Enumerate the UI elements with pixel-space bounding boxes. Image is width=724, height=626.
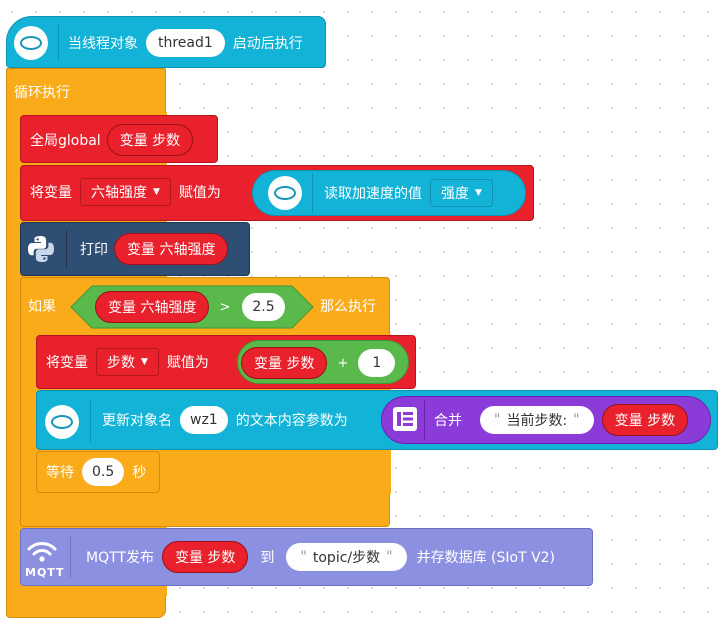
- quote-close: ": [386, 549, 393, 565]
- merge-string-text: 当前步数:: [506, 413, 568, 429]
- thread-label-suffix: 启动后执行: [232, 36, 303, 52]
- wifi-icon: [27, 542, 57, 562]
- mqtt-label2: 到: [260, 550, 275, 566]
- mqtt-topic-text: topic/步数: [312, 550, 381, 566]
- thread-hat-ring-icon: [20, 36, 42, 50]
- thread-hat-separator: [58, 24, 59, 60]
- compare-operator: >: [219, 299, 231, 315]
- update-object-input[interactable]: wz1: [180, 406, 228, 434]
- string-list-icon: [393, 407, 417, 431]
- merge-string-input[interactable]: " 当前步数: ": [480, 406, 594, 434]
- mqtt-topic-input[interactable]: " topic/步数 ": [286, 543, 407, 571]
- print-variable-reporter[interactable]: 变量 六轴强度: [114, 233, 229, 265]
- update-text-separator: [90, 400, 91, 442]
- thread-label-prefix: 当线程对象: [68, 36, 138, 52]
- thread-name-input[interactable]: thread1: [146, 29, 225, 57]
- set-accel-var-dropdown[interactable]: 六轴强度 ▼: [80, 178, 171, 206]
- mqtt-label3: 并存数据库 (SIoT V2): [416, 550, 556, 566]
- read-accel-option-dropdown[interactable]: 强度 ▼: [430, 179, 493, 207]
- set-step-label2: 赋值为: [166, 355, 209, 371]
- set-accel-label1: 将变量: [30, 185, 72, 201]
- wait-label: 等待: [46, 465, 74, 481]
- mqtt-separator: [70, 536, 71, 578]
- mqtt-label1: MQTT发布: [86, 550, 154, 566]
- read-accel-separator: [312, 174, 313, 212]
- global-variable-reporter[interactable]: 变量 步数: [106, 124, 194, 156]
- print-separator: [66, 230, 67, 268]
- set-step-label1: 将变量: [46, 355, 88, 371]
- if-then-label: 那么执行: [320, 299, 376, 315]
- read-accel-option-label: 强度: [441, 186, 469, 202]
- if-variable-reporter[interactable]: 变量 六轴强度: [95, 291, 210, 323]
- set-accel-label2: 赋值为: [178, 185, 221, 201]
- merge-variable-reporter[interactable]: 变量 步数: [601, 404, 689, 436]
- merge-label: 合并: [434, 413, 462, 429]
- read-accel-label: 读取加速度的值: [324, 186, 422, 202]
- python-logo-icon: [28, 236, 54, 262]
- add-operator-symbol: +: [337, 355, 349, 371]
- set-step-var-label: 步数: [107, 355, 135, 371]
- set-accel-var-label: 六轴强度: [91, 185, 147, 201]
- update-label2: 的文本内容参数为: [235, 413, 348, 429]
- loop-label: 循环执行: [14, 85, 70, 101]
- dropdown-arrow-icon: ▼: [475, 188, 482, 198]
- read-accel-ring-icon: [274, 186, 296, 200]
- global-label: 全局global: [30, 133, 101, 149]
- print-label: 打印: [80, 242, 108, 258]
- update-text-ring-icon: [51, 415, 73, 429]
- set-step-var-dropdown[interactable]: 步数 ▼: [96, 348, 159, 376]
- if-label: 如果: [28, 299, 56, 315]
- wait-unit-label: 秒: [132, 465, 147, 481]
- quote-close: ": [573, 412, 580, 428]
- dropdown-arrow-icon: ▼: [141, 357, 148, 367]
- compare-value-input[interactable]: 2.5: [242, 293, 285, 321]
- dropdown-arrow-icon: ▼: [153, 187, 160, 197]
- update-label1: 更新对象名: [102, 413, 172, 429]
- quote-open: ": [300, 549, 307, 565]
- quote-open: ": [494, 412, 501, 428]
- mqtt-icon-label: MQTT: [25, 565, 65, 579]
- wait-seconds-input[interactable]: 0.5: [82, 458, 125, 486]
- add-value-input[interactable]: 1: [358, 349, 396, 377]
- set-step-variable-reporter[interactable]: 变量 步数: [241, 347, 328, 379]
- mqtt-variable-reporter[interactable]: 变量 步数: [161, 541, 249, 573]
- merge-separator: [424, 400, 425, 440]
